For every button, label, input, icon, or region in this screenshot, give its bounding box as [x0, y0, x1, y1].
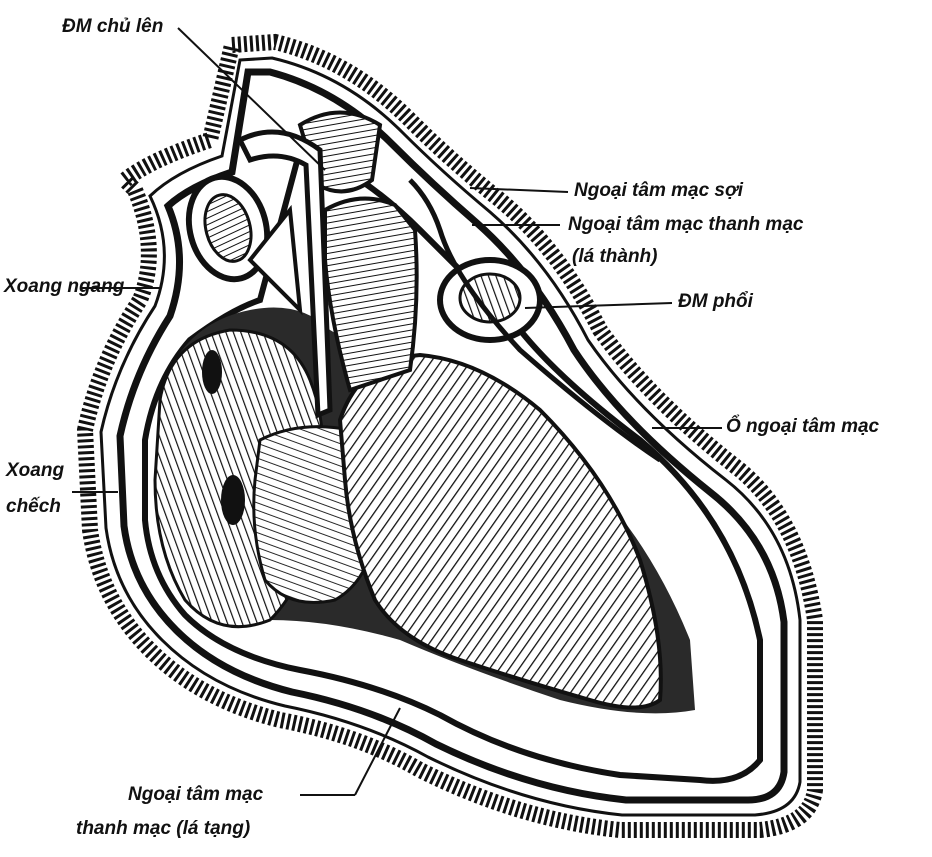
- label-oblique-sinus-line2: chếch: [6, 496, 61, 518]
- label-ascending-aorta: ĐM chủ lên: [62, 16, 163, 38]
- pulmonary-vein-opening: [221, 475, 245, 525]
- label-serous-parietal-line1: Ngoại tâm mạc thanh mạc: [568, 214, 803, 236]
- label-oblique-sinus-line1: Xoang: [6, 460, 64, 482]
- label-fibrous-pericardium: Ngoại tâm mạc sợi: [574, 180, 743, 202]
- label-transverse-sinus: Xoang ngang: [4, 276, 124, 298]
- vena-cava-opening: [202, 350, 222, 394]
- label-serous-parietal-line2: (lá thành): [572, 246, 658, 268]
- label-serous-visceral-line1: Ngoại tâm mạc: [128, 784, 263, 806]
- label-serous-visceral-line2: thanh mạc (lá tạng): [76, 818, 250, 840]
- label-pericardial-cavity: Ổ ngoại tâm mạc: [726, 416, 879, 438]
- label-pulmonary-artery: ĐM phổi: [678, 291, 753, 313]
